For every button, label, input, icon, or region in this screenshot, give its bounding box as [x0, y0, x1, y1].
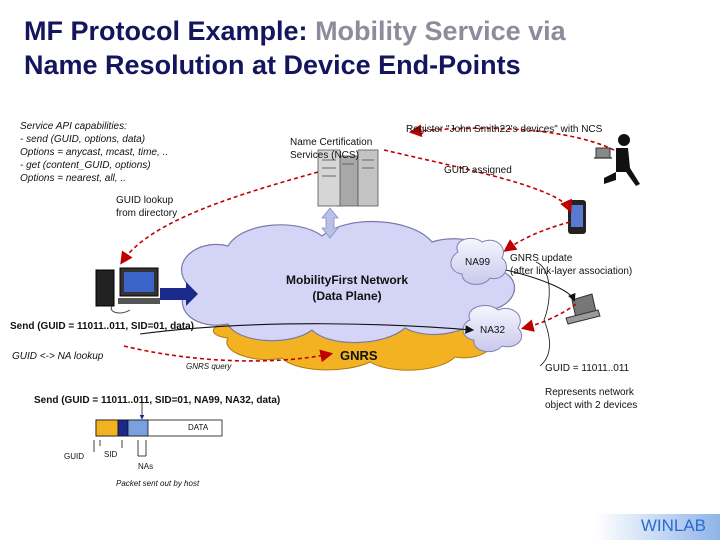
- send-na-label: Send (GUID = 11011..011, SID=01, NA99, N…: [34, 395, 281, 406]
- packet-sid-field: [117, 419, 129, 437]
- packet-caption: Packet sent out by host: [116, 479, 200, 488]
- smartphone-icon: [568, 200, 586, 234]
- packet-data-label: DATA: [188, 423, 209, 432]
- laptop-association-arrow: [520, 303, 577, 332]
- guid-assigned-arrow: [383, 149, 572, 213]
- winlab-banner: [596, 514, 720, 540]
- gnrs-label: GNRS: [340, 348, 378, 363]
- network-label: MobilityFirst Network (Data Plane): [286, 273, 409, 303]
- ncs-label-text: Name Certification Services (NCS): [290, 137, 373, 161]
- packet-nas-field: [127, 419, 149, 437]
- gnrs-query-arrow: [123, 345, 334, 363]
- packet-diagram: [93, 398, 223, 457]
- network-cloud: [181, 221, 515, 344]
- host-computer-icon: [95, 267, 160, 314]
- ncs-server-icon: [317, 149, 379, 207]
- title-line2: Name Resolution at Device End-Points: [24, 50, 521, 80]
- guid-lookup-arrow: [120, 171, 319, 265]
- api-line-5: Options = nearest, all, ..: [20, 173, 126, 184]
- register-arrow: [408, 124, 615, 151]
- na32-node: [462, 305, 523, 353]
- guid-assigned-label: GUID assigned: [444, 165, 512, 176]
- gnrs-update-label: GNRS update (after link-layer associatio…: [510, 253, 633, 277]
- send-label: Send (GUID = 11011..011, SID=01, data): [10, 321, 194, 332]
- title-prefix: MF Protocol Example:: [24, 16, 308, 46]
- server-link-arrow: [321, 207, 339, 239]
- ncs-label: Name Certification Services (NCS): [290, 136, 372, 162]
- gnrs-query-label: GNRS query: [186, 362, 232, 371]
- api-line-1: Service API capabilities:: [20, 121, 127, 132]
- na99-node: [450, 237, 507, 285]
- service-api-text: Service API capabilities: - send (GUID, …: [20, 120, 168, 185]
- host-to-network-arrow: [160, 282, 198, 306]
- na32-label: NA32: [480, 325, 506, 336]
- slide-title: MF Protocol Example: Mobility Service vi…: [24, 14, 704, 82]
- send-arrow: [139, 323, 475, 335]
- phone-association-arrow: [503, 221, 571, 252]
- winlab-logo: WINLAB: [640, 516, 706, 535]
- api-line-3: Options = anycast, mcast, time, ..: [20, 147, 169, 158]
- device-group-bracket: [535, 261, 550, 367]
- api-line-2: - send (GUID, options, data): [20, 134, 146, 145]
- user-icon: [594, 134, 640, 186]
- laptop-icon: [565, 293, 601, 325]
- guid-na-lookup-label: GUID <-> NA lookup: [12, 351, 104, 362]
- packet-sid-label: SID: [104, 450, 118, 459]
- guid-value-label: GUID = 11011..011: [545, 363, 630, 374]
- na99-label: NA99: [465, 257, 491, 268]
- gnrs-update-arrow: [505, 269, 576, 302]
- title-highlight: Mobility Service via: [315, 16, 566, 46]
- register-label: Register "John Smith22's devices" with N…: [406, 124, 603, 135]
- api-line-4: - get (content_GUID, options): [20, 160, 151, 171]
- packet-nas-label: NAs: [138, 462, 154, 471]
- packet-guid-field: [95, 419, 119, 437]
- represents-label: Represents network object with 2 devices: [545, 387, 638, 411]
- packet-guid-label: GUID: [64, 452, 84, 461]
- guid-lookup-label: GUID lookup from directory: [116, 195, 178, 219]
